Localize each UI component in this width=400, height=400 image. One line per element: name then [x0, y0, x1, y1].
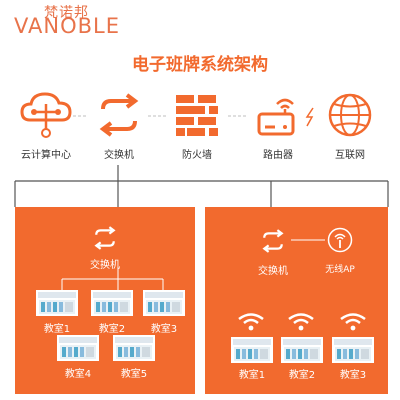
- wired-classroom-label-3: 教室3: [150, 324, 178, 335]
- wired-switch-label: 交换机: [90, 260, 120, 271]
- classroom-board: [57, 335, 99, 365]
- classroom-board: [143, 290, 185, 320]
- wireless-classroom-label-1: 教室1: [238, 370, 266, 381]
- router-icon: [255, 92, 301, 138]
- wired-classroom-label-1: 教室1: [43, 324, 71, 335]
- classroom-board: [113, 335, 155, 365]
- classroom-board: [91, 290, 133, 320]
- diagram-title: 电子班牌系统架构: [132, 55, 268, 75]
- wireless-classroom-label-3: 教室3: [339, 370, 367, 381]
- top-label-router: 路由器: [263, 150, 293, 161]
- wireless-panel-connectors: [291, 239, 325, 241]
- wireless-classroom-label-2: 教室2: [288, 370, 316, 381]
- access-point-label: 无线AP: [325, 265, 355, 275]
- wired-classroom-label-4: 教室4: [64, 369, 92, 380]
- wired-switch-icon: [90, 226, 120, 250]
- classroom-board: [281, 337, 323, 367]
- top-label-cloud: 云计算中心: [21, 150, 71, 161]
- wifi-icon: [286, 312, 316, 332]
- classroom-board: [231, 337, 273, 367]
- wired-classroom-label-2: 教室2: [98, 324, 126, 335]
- wired-classroom-label-5: 教室5: [120, 369, 148, 380]
- top-label-internet: 互联网: [335, 150, 365, 161]
- access-point-icon: [327, 227, 353, 253]
- globe-icon: [326, 91, 374, 139]
- top-label-firewall: 防火墙: [182, 150, 212, 161]
- top-label-switch: 交换机: [104, 150, 134, 161]
- wired-panel-connectors: [61, 267, 164, 290]
- switch-icon: [93, 93, 145, 137]
- wireless-switch-label: 交换机: [258, 266, 288, 277]
- wifi-icon: [236, 312, 266, 332]
- brand-logo-text: VANOBLE: [14, 14, 121, 38]
- classroom-board: [36, 290, 78, 320]
- firewall-icon: [174, 93, 220, 137]
- wifi-icon: [338, 312, 368, 332]
- cloud-icon: [18, 90, 74, 140]
- classroom-board: [332, 337, 374, 367]
- brand-chinese-name: 梵诺邦: [44, 5, 89, 21]
- wireless-switch-icon: [258, 229, 288, 253]
